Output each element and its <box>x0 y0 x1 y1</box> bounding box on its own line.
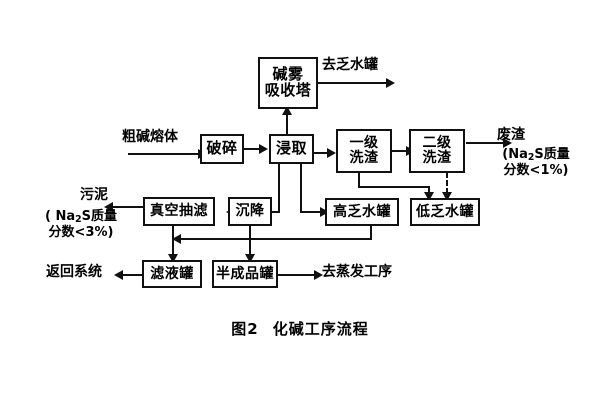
label-to-evaporation-process: 去蒸发工序 <box>322 264 392 280</box>
node-leaching-label: 浸取 <box>275 139 307 158</box>
label-sludge-spec-line2: 分数<3%) <box>48 224 114 240</box>
label-to-spent-water-tank: 去乏水罐 <box>322 57 378 73</box>
edge-leaching-to-high-tank-down <box>300 163 302 213</box>
arrowhead-leaching-to-tower <box>282 106 292 115</box>
label-sludge: 污泥 <box>80 187 108 203</box>
node-filtrate-tank-label: 滤液罐 <box>150 265 194 282</box>
arrowhead-leaching-to-wash1 <box>327 148 336 158</box>
node-high-spent-water-tank-label: 高乏水罐 <box>333 203 391 220</box>
arrowhead-semi-to-evaporation <box>314 270 323 280</box>
edge-semi-to-evaporation <box>277 274 317 276</box>
node-alkali-mist-tower[interactable]: 碱雾 吸收塔 <box>258 57 318 109</box>
arrowhead-wash2-to-low-tank <box>442 192 452 201</box>
arrowhead-vacuum-to-sludge <box>104 202 113 212</box>
arrowhead-wash2-to-waste <box>503 138 512 148</box>
label-waste-residue-spec: (Na2S质量 分数<1%) <box>480 147 592 178</box>
node-wash-stage2-line1: 二级 <box>422 135 452 152</box>
arrowhead-high-tank-return <box>172 234 181 244</box>
figure-caption: 图2 化碱工序流程 <box>0 318 600 339</box>
arrowhead-wash1-to-low-tank <box>424 192 434 201</box>
edge-tower-to-spent-water <box>317 82 389 84</box>
edge-vacuum-to-sludge <box>108 206 144 208</box>
figure-caption-title: 化碱工序流程 <box>272 320 369 338</box>
arrowhead-vacuum-to-filtrate <box>168 254 178 263</box>
edge-feed-to-crushing <box>128 153 200 155</box>
node-wash-stage1[interactable]: 一级 洗渣 <box>336 129 392 173</box>
edge-wash2-to-waste <box>466 142 506 144</box>
edge-settling-to-semi <box>249 226 251 258</box>
node-settling-label: 沉降 <box>235 203 265 220</box>
label-crude-alkali-melt: 粗碱熔体 <box>122 129 178 145</box>
node-wash-stage1-line1: 一级 <box>349 135 379 152</box>
arrowhead-filtrate-to-return <box>114 270 123 280</box>
figure-caption-number: 图2 <box>231 320 259 338</box>
node-semi-product-tank[interactable]: 半成品罐 <box>212 260 278 288</box>
node-low-spent-water-tank-label: 低乏水罐 <box>416 203 474 220</box>
node-settling[interactable]: 沉降 <box>228 197 272 226</box>
label-waste-residue-spec-line2: 分数<1%) <box>503 162 569 178</box>
edge-wash1-to-wash2 <box>392 150 408 152</box>
node-vacuum-filter-label: 真空抽滤 <box>150 203 208 220</box>
edge-crushing-to-leaching <box>243 148 261 150</box>
arrowhead-settling-to-semi <box>245 254 255 263</box>
node-semi-product-tank-label: 半成品罐 <box>216 265 274 282</box>
edge-leaching-to-tower <box>286 108 288 136</box>
node-leaching[interactable]: 浸取 <box>269 134 314 164</box>
label-return-to-system: 返回系统 <box>46 264 102 280</box>
node-high-spent-water-tank[interactable]: 高乏水罐 <box>325 198 399 226</box>
edge-wash1-across <box>358 186 430 188</box>
edge-high-tank-down <box>370 226 372 240</box>
arrowhead-tower-to-spent-water <box>386 78 395 88</box>
label-sludge-spec-line1: ( Na2S质量 <box>44 209 117 226</box>
arrowhead-crushing-to-leaching <box>259 144 268 154</box>
label-waste-residue: 废渣 <box>497 127 525 143</box>
label-waste-residue-spec-line1: (Na2S质量 <box>502 147 570 164</box>
edge-filtrate-to-return <box>118 274 142 276</box>
node-wash-stage2[interactable]: 二级 洗渣 <box>409 129 465 173</box>
node-filtrate-tank[interactable]: 滤液罐 <box>142 260 202 288</box>
node-alkali-mist-tower-line2: 吸收塔 <box>264 81 312 99</box>
arrowhead-leaching-to-high-tank <box>320 207 329 217</box>
node-wash-stage1-line2: 洗渣 <box>349 150 379 166</box>
node-alkali-mist-tower-line1: 碱雾 <box>272 65 304 84</box>
node-vacuum-filter[interactable]: 真空抽滤 <box>143 197 215 226</box>
edge-leaching-to-high-tank-across <box>300 211 322 213</box>
node-wash-stage2-line2: 洗渣 <box>422 150 452 166</box>
edge-leaching-to-settling-down <box>278 163 280 213</box>
edge-wash2-to-low-tank <box>446 172 448 194</box>
edge-leaching-to-wash1 <box>313 152 329 154</box>
node-crushing-label: 破碎 <box>206 139 238 158</box>
node-low-spent-water-tank[interactable]: 低乏水罐 <box>410 198 480 226</box>
label-sludge-spec: ( Na2S质量 分数<3%) <box>20 209 142 240</box>
edge-high-tank-return <box>178 238 372 240</box>
node-crushing[interactable]: 破碎 <box>200 134 244 164</box>
edge-wash1-down <box>358 172 360 188</box>
